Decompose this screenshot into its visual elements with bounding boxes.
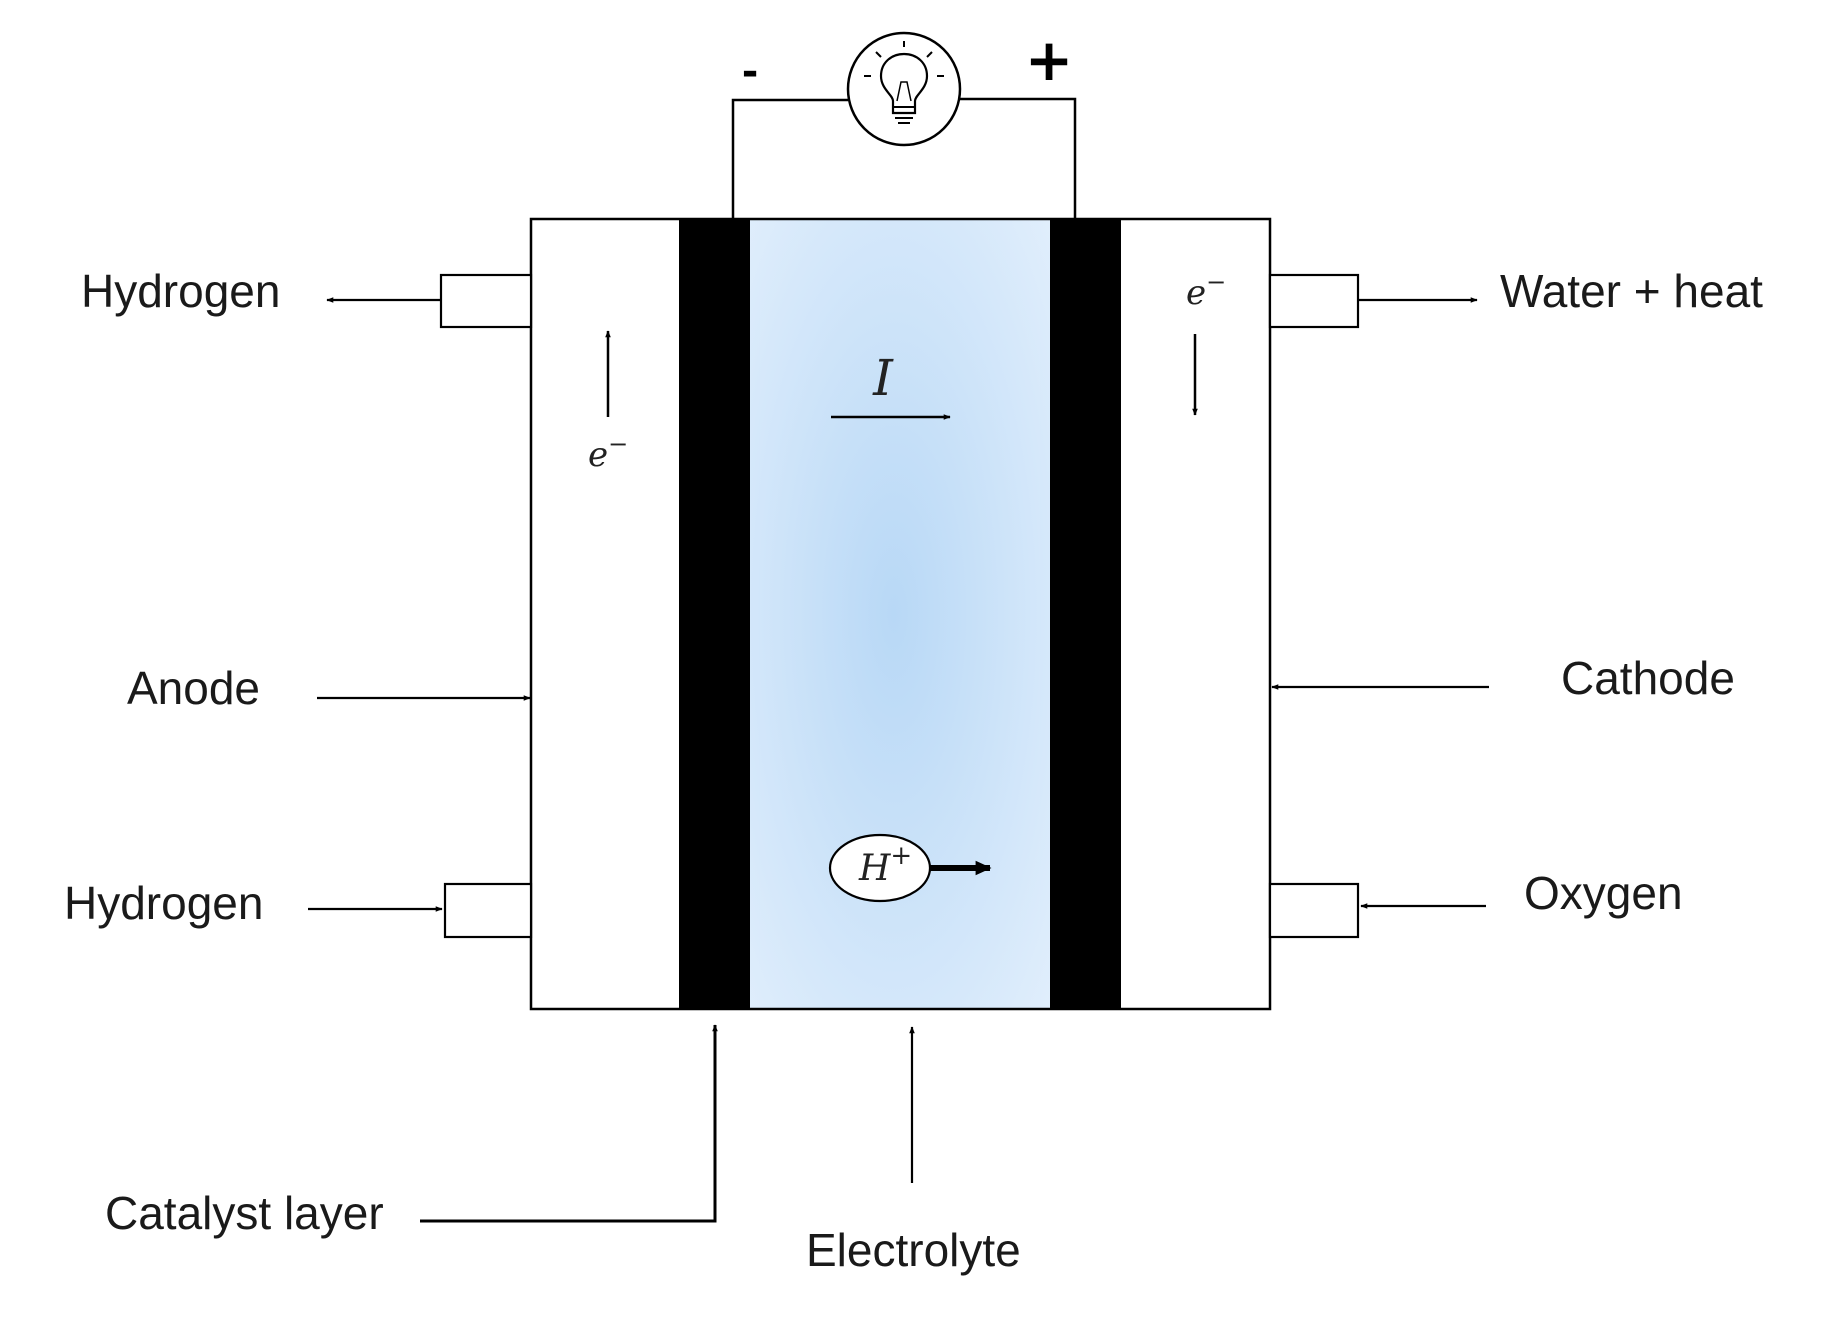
water-outlet-port (1268, 273, 1360, 329)
cathode-catalyst-layer (1050, 219, 1121, 1009)
positive-terminal-sign: + (1025, 26, 1074, 94)
hydrogen-inlet-port (443, 882, 533, 939)
hydrogen-outlet-port (439, 273, 533, 329)
anode-catalyst-layer (679, 219, 750, 1009)
hydrogen-outlet-label: Hydrogen (81, 265, 280, 317)
cathode-electron-label: e− (1186, 268, 1226, 313)
catalyst-layer-label: Catalyst layer (105, 1187, 384, 1239)
negative-terminal-sign: - (742, 49, 759, 95)
lightbulb-icon (846, 31, 962, 147)
oxygen-inlet-port (1268, 882, 1360, 939)
anode-electron-label: e− (588, 430, 628, 475)
current-label: I (872, 349, 894, 407)
anode-label: Anode (127, 662, 260, 714)
proton-label: H+ (858, 841, 912, 889)
catalyst-pointer-arrow (420, 1024, 718, 1223)
circuit-wire-right (960, 97, 1077, 219)
oxygen-label: Oxygen (1524, 867, 1683, 919)
water-heat-label: Water + heat (1500, 265, 1763, 317)
circuit-wire-left (731, 98, 848, 219)
hydrogen-inlet-label: Hydrogen (64, 877, 263, 929)
electrolyte-label: Electrolyte (806, 1224, 1021, 1276)
cathode-label: Cathode (1561, 652, 1735, 704)
fuel-cell-outline (529, 217, 1272, 1011)
